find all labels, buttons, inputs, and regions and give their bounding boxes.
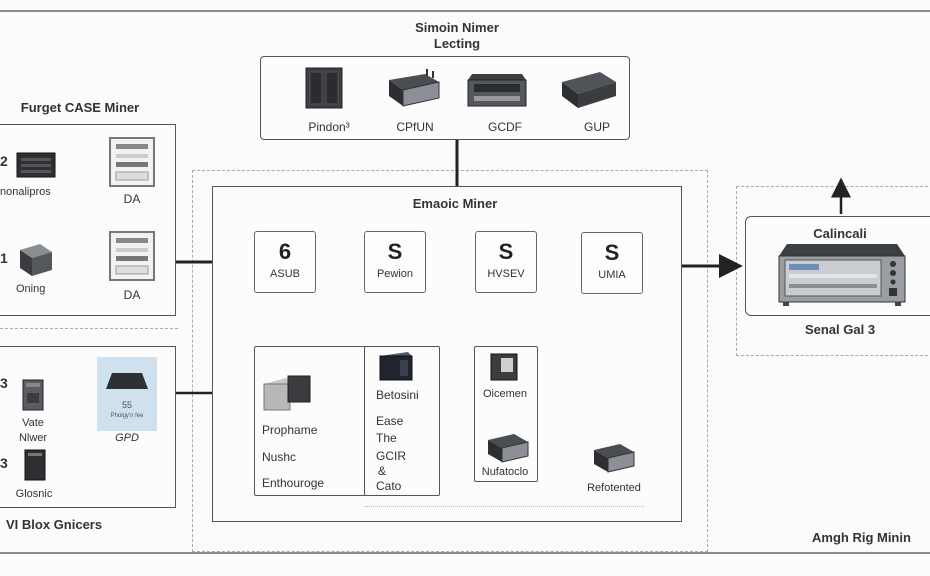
left-dashed-divider bbox=[0, 328, 178, 329]
left-bottom-item-label-1-line2: Nlwer bbox=[18, 432, 48, 444]
panel-right-top-label: Oicemen bbox=[482, 388, 528, 400]
left-top-item-label-1: nonalipros bbox=[0, 186, 51, 198]
case-icon bbox=[490, 353, 518, 381]
gpd-caption: Pholgy'n fee bbox=[110, 413, 144, 419]
panel-left-line-3: Enthouroge bbox=[262, 476, 325, 490]
node-pewion-label: Pewion bbox=[376, 268, 414, 280]
node-umia-big: S bbox=[604, 240, 620, 265]
gpd-value: 55 bbox=[121, 400, 132, 410]
left-top-target-label-1: DA bbox=[123, 192, 141, 206]
top-group-title: Simoin Nimer Lecting bbox=[380, 20, 534, 52]
top-device-label-3: GCDF bbox=[488, 120, 522, 134]
left-bottom-title: VI Blox Gnicers bbox=[6, 517, 103, 532]
panel-left-line-2: Nushc bbox=[262, 450, 297, 464]
node-umia-label: UMIA bbox=[598, 269, 626, 281]
left-top-title: Furget CASE Miner bbox=[20, 100, 140, 115]
left-top-badge-1: 2 bbox=[0, 153, 8, 169]
panel-right-bottom-label: Nufatoclo bbox=[481, 466, 529, 478]
panel-mid-line-3: GCIR bbox=[376, 449, 406, 463]
tower-server-icon bbox=[109, 137, 155, 187]
panel-mid-line-5: Cato bbox=[376, 479, 402, 493]
left-bottom-item-label-1: Vate Nlwer bbox=[8, 416, 58, 446]
tower-pc-icon bbox=[24, 449, 46, 481]
psu-unit-icon bbox=[263, 375, 311, 411]
center-dashed-region bbox=[192, 170, 708, 552]
node-umia[interactable]: S UMIA bbox=[581, 232, 643, 294]
miner-board-icon bbox=[594, 444, 635, 473]
node-asub-big: 6 bbox=[278, 239, 292, 264]
center-dotted-rule bbox=[364, 506, 644, 507]
gpu-box-icon bbox=[562, 72, 616, 108]
loose-device-label: Refotented bbox=[587, 482, 641, 494]
left-top-item-label-2: Oning bbox=[16, 283, 46, 295]
tower-pc-icon bbox=[22, 379, 44, 411]
top-device-label-2: CPfUN bbox=[396, 120, 434, 134]
gpd-highlight-card[interactable] bbox=[97, 357, 157, 431]
miner-unit-icon bbox=[16, 152, 56, 178]
panel-left-line-1: Prophame bbox=[262, 423, 318, 437]
top-device-label-1: Pindon³ bbox=[308, 120, 350, 134]
top-device-label-4: GUP bbox=[583, 120, 610, 134]
server-rack-icon bbox=[305, 67, 343, 109]
bottom-border bbox=[0, 552, 930, 554]
right-group-title: Calincali bbox=[813, 226, 867, 241]
left-bottom-badge-1: 3 bbox=[0, 375, 8, 391]
right-group-caption: Senal Gal 3 bbox=[804, 322, 876, 337]
cube-server-icon bbox=[379, 352, 413, 381]
panel-mid-line-1: Ease bbox=[376, 414, 404, 428]
left-bottom-item-label-1-line1: Vate bbox=[22, 417, 44, 429]
node-asub[interactable]: 6 ASUB bbox=[254, 231, 316, 293]
miner-board-icon bbox=[488, 434, 529, 463]
rack-unit-icon bbox=[467, 74, 527, 107]
asic-miner-icon bbox=[389, 69, 440, 107]
node-hvsev[interactable]: S HVSEV bbox=[475, 231, 537, 293]
node-pewion[interactable]: S Pewion bbox=[364, 231, 426, 293]
left-top-badge-2: 1 bbox=[0, 250, 8, 266]
miner-tray-icon bbox=[106, 373, 148, 389]
top-group-title-line1: Simoin Nimer bbox=[415, 20, 499, 35]
node-hvsev-label: HVSEV bbox=[487, 268, 525, 280]
panel-mid-title: Betosini bbox=[376, 388, 419, 402]
node-pewion-big: S bbox=[387, 239, 403, 264]
rack-chassis-icon bbox=[778, 244, 906, 306]
tower-server-icon bbox=[109, 231, 155, 281]
panel-left bbox=[254, 346, 366, 496]
left-bottom-badge-2: 3 bbox=[0, 455, 8, 471]
node-asub-label: ASUB bbox=[270, 268, 300, 280]
cube-device-icon bbox=[20, 244, 52, 276]
top-group-title-line2: Lecting bbox=[433, 36, 481, 51]
left-bottom-item-label-2: Glosnic bbox=[15, 488, 53, 500]
panel-mid-line-2: The bbox=[376, 431, 397, 445]
left-top-target-label-2: DA bbox=[123, 288, 141, 302]
node-hvsev-big: S bbox=[498, 239, 514, 264]
footer-brand: Amgh Rig Minin bbox=[812, 530, 911, 545]
gpd-label: GPD bbox=[115, 432, 139, 444]
panel-mid-line-4: & bbox=[378, 464, 387, 478]
top-border bbox=[0, 10, 930, 12]
center-group-title: Emaoic Miner bbox=[412, 196, 498, 211]
